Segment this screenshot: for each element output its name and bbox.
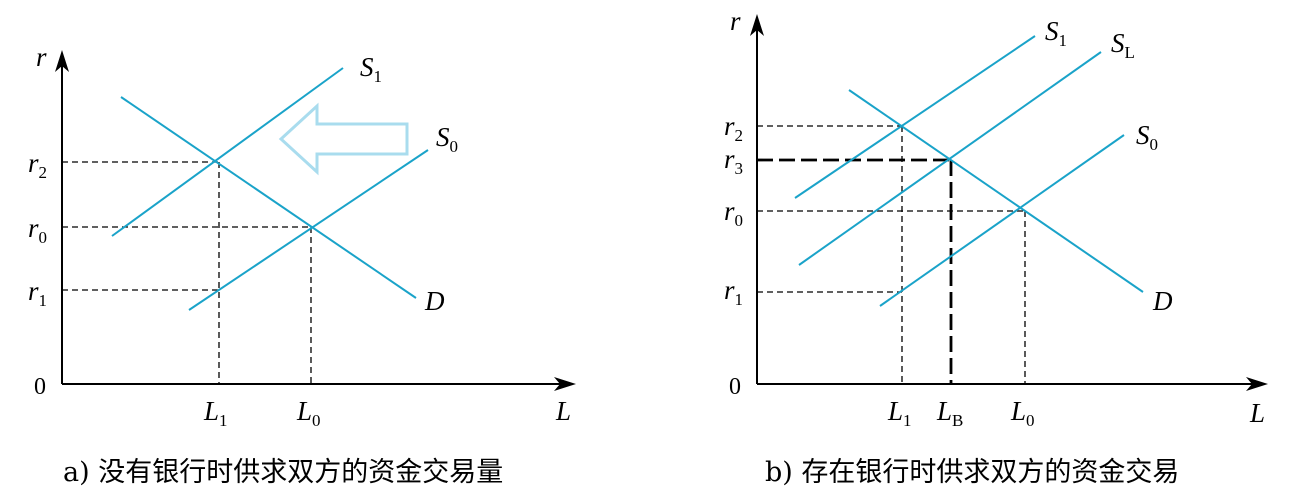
panel-b-supply-curve-s1 [794, 35, 1036, 199]
panel-a-supply-curve-s0 [188, 149, 429, 311]
panel-b-origin-label: 0 [729, 374, 741, 400]
panel-a-ytick-r0: r0 [28, 213, 47, 247]
panel-a-x-axis-arrowhead [554, 377, 576, 391]
panel-b-y-axis-label: r [730, 6, 741, 36]
panel-b-ytick-r2: r2 [724, 111, 743, 145]
panel-b-caption: b) 存在银行时供求双方的资金交易 [765, 457, 1179, 488]
panel-a-supply-curve-s1 [111, 67, 344, 237]
panel-b: r2 r3 r0 r1 r L 0 L1 LB L0 S1 SL S0 D b)… [724, 6, 1268, 488]
panel-a-caption: a) 没有银行时供求双方的资金交易量 [63, 457, 503, 488]
panel-b-label-s0: S0 [1136, 120, 1158, 154]
panel-b-supply-curve-s0 [879, 134, 1125, 307]
panel-b-x-axis-label: L [1249, 398, 1265, 428]
panel-a-origin-label: 0 [34, 374, 46, 400]
panel-b-xtick-lb: LB [936, 396, 963, 430]
panel-b-label-d: D [1152, 286, 1173, 316]
panel-b-x-axis-arrowhead [1246, 377, 1268, 391]
panel-a-ytick-r2: r2 [28, 148, 47, 182]
panel-b-ytick-r3: r3 [724, 144, 743, 178]
panel-a-xtick-l0: L0 [296, 396, 321, 430]
panel-a-label-d: D [424, 286, 445, 316]
panel-a-xtick-l1: L1 [203, 396, 228, 430]
panel-a-y-axis-label: r [36, 42, 47, 72]
panel-a-y-axis-arrowhead [55, 50, 69, 72]
panel-b-y-axis-arrowhead [750, 14, 764, 36]
panel-a: r2 r0 r1 r L 0 L1 L0 S1 S0 D a) 没有银行时供求双… [28, 42, 576, 488]
panel-a-demand-curve [120, 96, 417, 299]
panel-b-xtick-l1: L1 [887, 396, 912, 430]
panel-b-ytick-r0: r0 [724, 196, 743, 230]
panel-b-label-sl: SL [1111, 28, 1135, 62]
panel-a-label-s0: S0 [436, 122, 458, 156]
panel-a-shift-arrow-icon [278, 102, 409, 176]
panel-a-ytick-r1: r1 [28, 276, 47, 310]
panel-a-label-s1: S1 [360, 52, 382, 86]
panel-b-label-s1: S1 [1045, 16, 1067, 50]
panel-a-x-axis-label: L [555, 396, 571, 426]
panel-b-xtick-l0: L0 [1010, 396, 1035, 430]
panel-b-demand-curve [848, 89, 1144, 293]
panel-b-ytick-r1: r1 [724, 275, 743, 309]
